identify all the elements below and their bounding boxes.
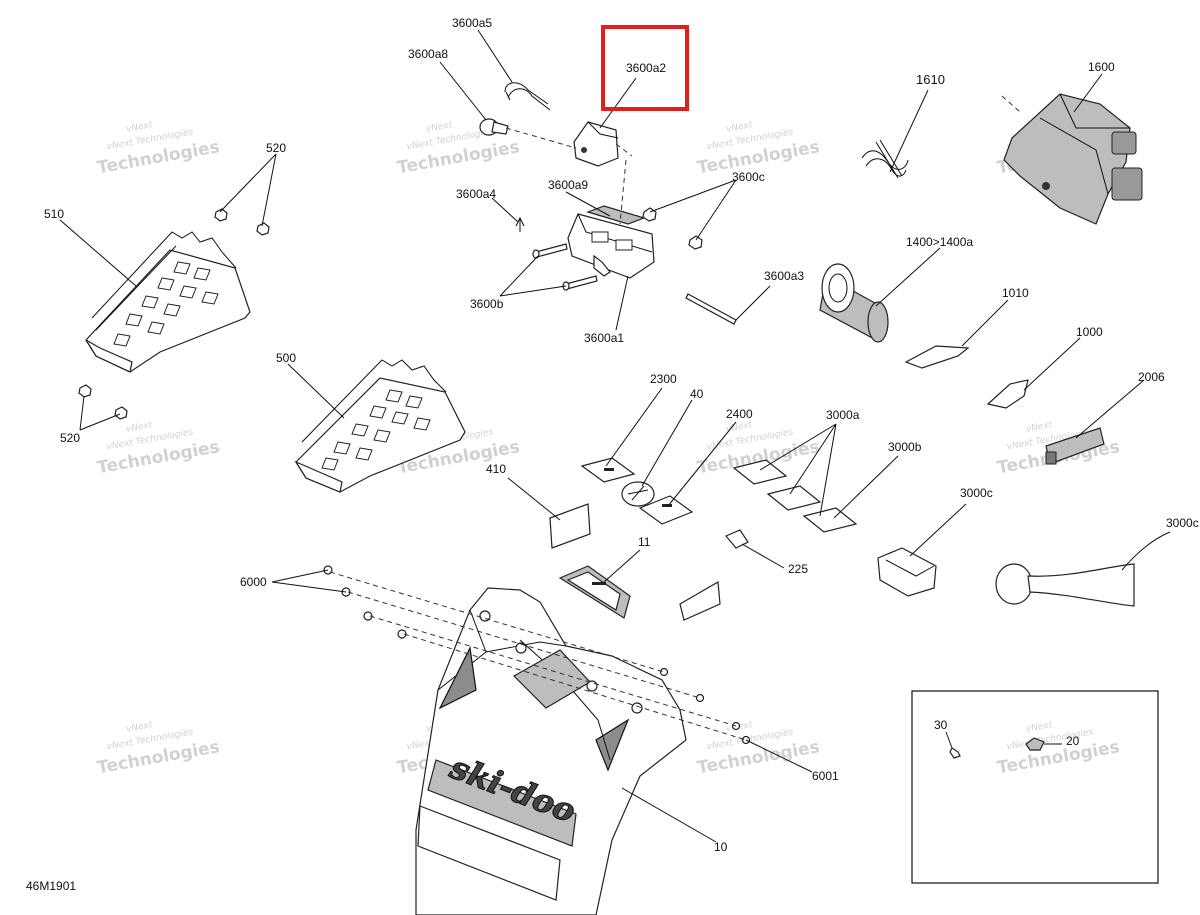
callout-3000b[interactable]: 3000b	[888, 440, 922, 454]
callout-3600c[interactable]: 3600c	[732, 170, 765, 184]
part-1400-roll[interactable]	[819, 263, 889, 343]
watermark: vNext vNext Technologies Technologies	[396, 120, 522, 178]
callout-6000[interactable]: 6000	[240, 575, 267, 589]
callout-3600a3[interactable]: 3600a3	[764, 269, 804, 283]
callout-2300[interactable]: 2300	[650, 372, 677, 386]
part-3600b-screw[interactable]	[532, 243, 568, 259]
part-520-nut[interactable]	[256, 222, 270, 236]
callout-11[interactable]: 11	[638, 535, 651, 549]
callout-30[interactable]: 30	[934, 718, 948, 732]
part-225-clip[interactable]	[725, 529, 749, 549]
svg-text:vNext: vNext	[1025, 720, 1053, 735]
part-2400-decal[interactable]	[638, 495, 694, 525]
part-6000-rivet[interactable]	[397, 629, 407, 639]
part-510-step-plate[interactable]	[85, 231, 251, 373]
part-3000a-pad[interactable]	[766, 485, 822, 511]
callout-1000[interactable]: 1000	[1076, 325, 1103, 339]
callout-3000c[interactable]: 3000c	[960, 486, 993, 500]
svg-text:vNext: vNext	[125, 120, 153, 135]
part-3000c-bracket[interactable]	[877, 547, 937, 597]
part-3600a2-bracket[interactable]	[573, 121, 619, 167]
diagram-code: 46M1901	[26, 879, 76, 893]
part-520-nut[interactable]	[114, 406, 128, 420]
callout-3600a1[interactable]: 3600a1	[584, 331, 624, 345]
callout-3600a8[interactable]: 3600a8	[408, 47, 448, 61]
part-1610-spring[interactable]	[861, 139, 909, 179]
part-30-screw[interactable]	[949, 747, 961, 759]
part-3600a4-bolt[interactable]	[515, 216, 525, 232]
part-3600c-nut[interactable]	[642, 207, 657, 222]
watermark: vNext vNext Technologies Technologies	[96, 420, 222, 478]
part-11-window[interactable]	[558, 565, 631, 619]
part-6000-rivet[interactable]	[363, 611, 373, 621]
callout-510[interactable]: 510	[44, 207, 64, 221]
callout-3600a4[interactable]: 3600a4	[456, 187, 496, 201]
part-10-hood[interactable]: ski-doo	[415, 587, 687, 915]
watermark: vNext vNext Technologies Technologies	[696, 120, 822, 178]
part-2006-tag[interactable]	[1045, 427, 1105, 465]
callout-410[interactable]: 410	[486, 462, 506, 476]
watermark: vNext vNext Technologies Technologies	[696, 720, 822, 778]
leader-lines	[59, 29, 1171, 843]
callout-40[interactable]: 40	[690, 387, 704, 401]
callout-1400[interactable]: 1400>1400a	[906, 235, 973, 249]
callout-1010[interactable]: 1010	[1002, 286, 1029, 300]
part-1000-decal[interactable]	[986, 379, 1029, 409]
part-40-gauge-decal[interactable]	[621, 481, 655, 507]
callout-3600a2[interactable]: 3600a2	[626, 61, 666, 75]
assembly-lines	[329, 127, 747, 741]
callout-225[interactable]: 225	[788, 562, 808, 576]
part-2300-decal[interactable]	[580, 457, 636, 483]
callout-3600b[interactable]: 3600b	[470, 297, 504, 311]
callout-1600[interactable]: 1600	[1088, 60, 1115, 74]
detail-inset-frame	[911, 690, 1159, 884]
part-410-decal[interactable]	[549, 503, 591, 549]
callout-3600a9[interactable]: 3600a9	[548, 178, 588, 192]
callout-520-top[interactable]: 520	[266, 141, 286, 155]
svg-text:vNext: vNext	[725, 120, 753, 135]
watermark: vNext vNext Technologies Technologies	[96, 120, 222, 178]
part-520-nut[interactable]	[214, 208, 228, 222]
svg-text:vNext: vNext	[125, 720, 153, 735]
part-side-decal[interactable]	[679, 581, 721, 621]
callout-3000a[interactable]: 3000a	[826, 408, 860, 422]
part-3600a3-rod[interactable]	[685, 293, 737, 325]
part-3000b-pad[interactable]	[802, 507, 858, 533]
callout-labels: 3600a5 3600a8 3600a2 1610 1600 520 510 3…	[44, 16, 1199, 854]
part-3600b-screw[interactable]	[562, 275, 598, 291]
part-3600a1-latch[interactable]	[567, 213, 655, 279]
svg-text:vNext: vNext	[725, 420, 753, 435]
callout-2400[interactable]: 2400	[726, 407, 753, 421]
svg-text:vNext: vNext	[425, 120, 453, 135]
part-3600a5-clip[interactable]	[504, 82, 551, 111]
part-3000a-pad[interactable]	[732, 459, 788, 485]
svg-text:vNext: vNext	[1025, 420, 1053, 435]
callout-3600a5[interactable]: 3600a5	[452, 16, 492, 30]
part-500-step-plate[interactable]	[294, 359, 466, 493]
part-3000c-mirror[interactable]	[995, 563, 1135, 607]
callout-1610[interactable]: 1610	[916, 72, 945, 87]
part-1010-decal[interactable]	[904, 345, 970, 369]
callout-10[interactable]: 10	[714, 840, 728, 854]
part-6001-rivet[interactable]	[659, 667, 669, 677]
part-3600c-nut[interactable]	[688, 235, 703, 250]
callout-520-bottom[interactable]: 520	[60, 431, 80, 445]
svg-text:vNext: vNext	[125, 420, 153, 435]
part-20-fastener[interactable]	[1025, 737, 1045, 751]
part-520-nut[interactable]	[78, 384, 92, 398]
callout-20[interactable]: 20	[1066, 734, 1080, 748]
callout-3000c-mirror[interactable]: 3000c	[1166, 516, 1199, 530]
callout-500[interactable]: 500	[276, 351, 296, 365]
callout-6001[interactable]: 6001	[812, 769, 839, 783]
watermark: vNext vNext Technologies Technologies	[96, 720, 222, 778]
callout-2006[interactable]: 2006	[1138, 370, 1165, 384]
highlight-box	[601, 25, 689, 111]
part-1600-headlight-assembly[interactable]	[1001, 93, 1143, 225]
part-3600a8-pin[interactable]	[479, 118, 509, 136]
part-6001-rivet[interactable]	[695, 693, 705, 703]
